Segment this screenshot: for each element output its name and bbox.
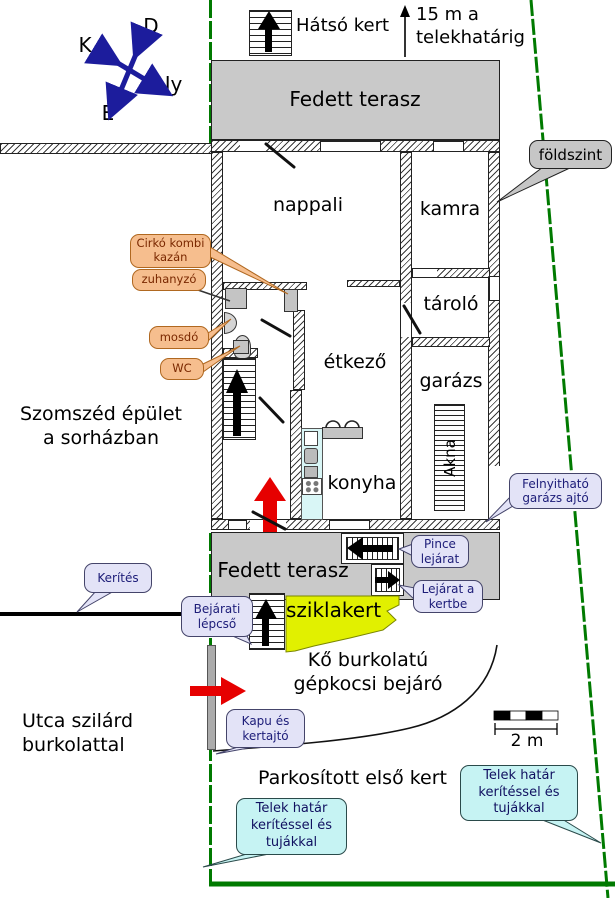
garage-door-opening	[489, 466, 500, 519]
room-label-garage: garázs	[419, 370, 483, 392]
back-garden-stairs	[249, 10, 292, 56]
boiler-unit	[284, 289, 298, 312]
boundary-distance-label: 15 m a telekhatárig	[416, 4, 525, 48]
compass-label-ny: Ny	[155, 72, 183, 96]
covered-terrace-top	[211, 60, 500, 140]
basement-callout: Pince lejárat	[411, 535, 469, 568]
driveway-label: Kő burkolatú gépkocsi bejáró	[293, 649, 443, 695]
room-label-dining: étkező	[323, 351, 387, 373]
room-label-kitchen: konyha	[327, 472, 397, 494]
wall-hall-divider	[290, 390, 302, 519]
scale-seg-2	[509, 710, 527, 721]
gate-post	[207, 645, 216, 750]
door-swing-bathroom	[260, 318, 292, 338]
entry-stairs	[249, 593, 285, 650]
window-living	[320, 141, 381, 152]
window-pantry	[433, 141, 464, 152]
door-opening-living	[240, 141, 266, 151]
compass-label-d: D	[143, 14, 159, 38]
terrace-top-label: Fedett terasz	[289, 87, 421, 111]
door-opening-storage	[401, 303, 411, 337]
wall-living-bottom	[347, 280, 400, 287]
wall-neighbor-band	[0, 143, 212, 154]
hob-burner-panel	[302, 478, 322, 495]
compass-axis-d-e	[105, 21, 163, 121]
door-opening-hall	[250, 520, 286, 530]
wall-storage-garage-divider	[412, 337, 490, 347]
window-storage	[489, 276, 500, 301]
basement-stairs	[346, 537, 399, 560]
plot-right-callout-tail	[539, 818, 602, 844]
floor-callout: földszint	[529, 140, 612, 169]
gate-callout: Kapu és kertajtó	[226, 709, 305, 748]
terrace-bottom-label: Fedett terasz	[217, 558, 349, 582]
wall-pantry-divider	[412, 268, 490, 278]
room-label-pantry: kamra	[419, 198, 481, 220]
boiler-callout: Cirkó kombi kazán	[130, 234, 211, 268]
shower-callout: zuhanyzó	[132, 269, 206, 291]
scale-label: 2 m	[510, 731, 544, 751]
kitchen-appliance-1	[304, 448, 318, 464]
shaft-label: Akna	[440, 438, 459, 477]
window-kitchen	[329, 520, 370, 530]
floor-callout-tail	[496, 166, 573, 203]
compass-label-e: É	[101, 101, 115, 125]
compass-label-k: K	[78, 33, 92, 57]
door-opening-pantry	[413, 269, 437, 277]
garden-stairs	[375, 568, 400, 592]
room-label-living: nappali	[272, 194, 343, 216]
window-bottom-left	[228, 520, 247, 530]
scale-seg-4	[541, 710, 559, 721]
compass-axis-k-ny	[84, 33, 174, 97]
garden-exit-callout: Lejárat a kertbe	[413, 580, 483, 613]
rock-garden-label: sziklakert	[286, 598, 382, 622]
back-garden-label: Hátsó kert	[296, 15, 390, 36]
fence-callout: Kerítés	[84, 563, 152, 593]
wall-bathroom-right	[293, 310, 305, 390]
entry-stairs-callout: Bejárati lépcső	[181, 596, 253, 637]
plot-right-callout: Telek határ kerítéssel és tujákkal	[460, 765, 578, 821]
wall-left	[211, 152, 223, 519]
stove-top	[322, 427, 363, 439]
garage-door-callout: Felnyitható garázs ajtó	[509, 473, 602, 509]
front-garden-label: Parkosított első kert	[258, 767, 448, 789]
staircase-main	[223, 358, 256, 440]
fence-callout-tail	[76, 590, 116, 613]
wc-callout: WC	[160, 358, 204, 380]
boundary-right	[529, 0, 610, 898]
closet-box	[233, 340, 249, 354]
scale-seg-3	[525, 710, 543, 721]
shower-tray	[225, 288, 247, 309]
neighbor-building-label: Szomszéd épület a sorházban	[19, 403, 183, 449]
kitchen-appliance-2	[304, 466, 318, 478]
wall-right	[488, 152, 500, 519]
door-swing-stair-hall	[258, 396, 285, 424]
sink-callout: mosdó	[149, 326, 209, 349]
shaft-ladder: Akna	[434, 404, 465, 511]
sink-fixture	[224, 312, 237, 334]
street-label: Utca szilárd burkolattal	[22, 710, 134, 756]
scale-seg-1	[493, 710, 511, 721]
kitchen-sink-box	[304, 431, 318, 446]
plot-left-callout: Telek határ kerítéssel és tujákkal	[236, 798, 347, 855]
street-entry-arrow	[190, 677, 246, 705]
room-label-storage: tároló	[423, 293, 479, 315]
plot-left-callout-tail	[202, 852, 275, 868]
